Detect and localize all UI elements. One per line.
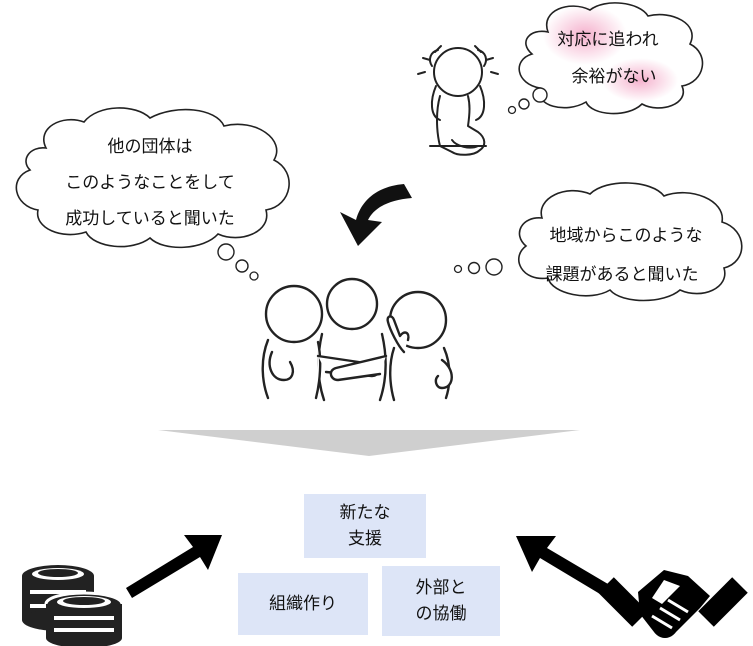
left-arrow-icon [126,535,222,598]
partnership-line2: の協働 [415,604,467,624]
region-bubble-line1: 地域からこのような [550,226,703,246]
worried-bubble-line1: 対応に追われ [557,30,658,50]
group-people-icon [261,277,453,402]
organization-line1: 組織作り [269,593,337,614]
new-support-box: 新たな 支援 [304,494,426,558]
others-thought-bubble: 他の団体は このようなことをして 成功していると聞いた [15,107,290,281]
others-bubble-line3: 成功していると聞いた [65,209,235,229]
others-bubble-line2: このようなことをして [65,173,235,193]
handshake-icon [598,570,748,638]
new-support-line2: 支援 [348,529,382,549]
worried-person-icon [417,45,499,156]
partnership-line1: 外部と [415,577,467,598]
right-arrow-icon [516,536,608,594]
worried-bubble-line2: 余裕がない [572,67,657,87]
curved-arrow-icon [340,184,412,246]
organization-box: 組織作り [238,573,368,635]
region-bubble-line2: 課題があると聞いた [546,265,699,285]
partnership-box: 外部と の協働 [382,566,500,636]
funnel-triangle [158,430,580,456]
new-support-line1: 新たな [339,502,391,523]
region-thought-bubble: 地域からこのような 課題があると聞いた [453,182,743,302]
worried-thought-bubble: 対応に追われ 余裕がない [507,2,704,115]
others-bubble-line1: 他の団体は [108,137,193,157]
coins-icon [22,565,124,646]
